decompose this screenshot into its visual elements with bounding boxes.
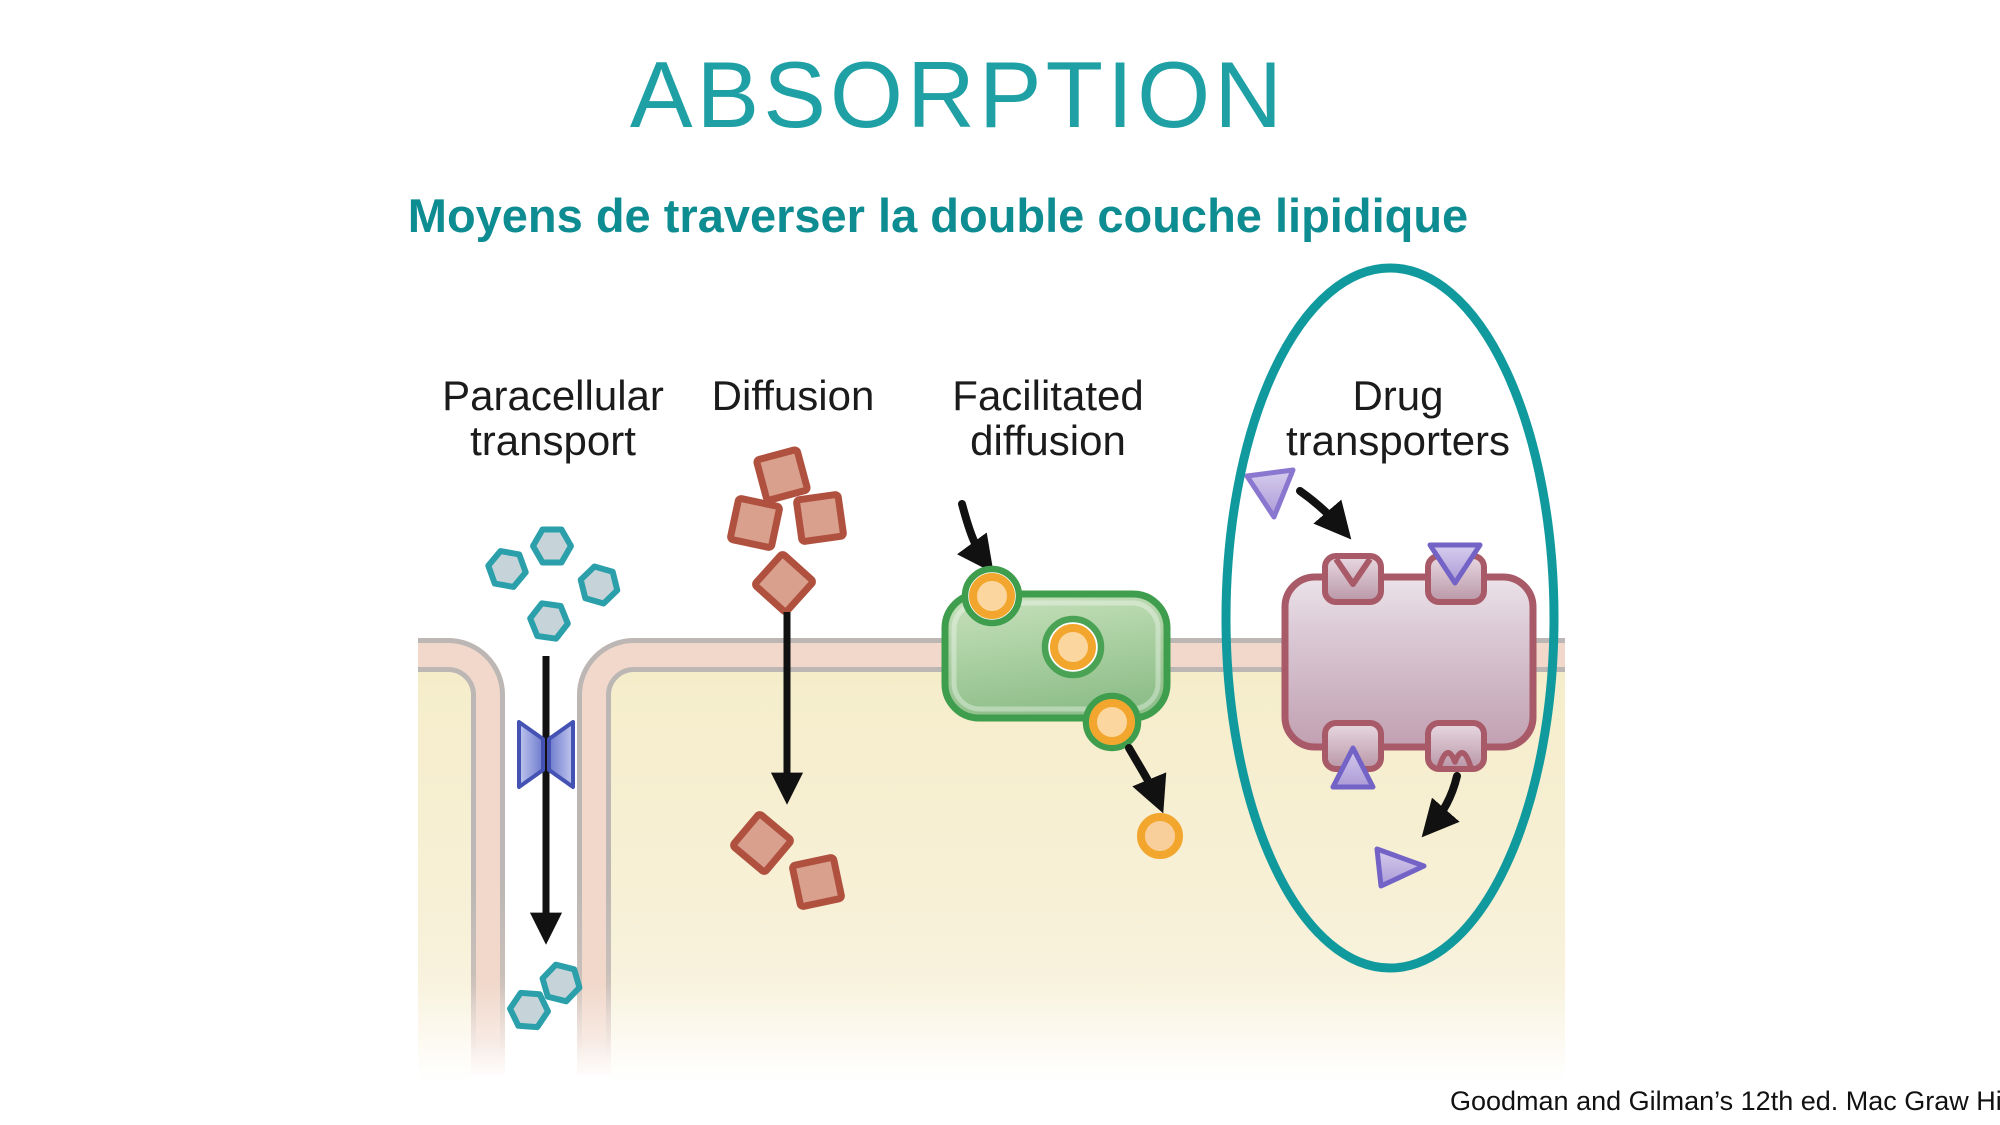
- right-cell-outline: [577, 638, 1565, 1060]
- hexagon-molecule-icon: [577, 563, 621, 607]
- label-facilitated-diffusion: Facilitated diffusion: [952, 372, 1144, 464]
- emphasis-ellipse: [1221, 263, 1559, 973]
- label-line: Facilitated: [952, 372, 1144, 419]
- purple-triangle-icon: [1427, 542, 1483, 586]
- drug-square-icon: [789, 854, 845, 910]
- label-drug-transporters: Drug transporters: [1285, 372, 1511, 464]
- label-line: diffusion: [970, 416, 1126, 464]
- tight-junction-icon: [517, 720, 575, 789]
- facilitated-in-arrow: [957, 500, 994, 574]
- facilitated-diffusion-group: [941, 500, 1183, 859]
- label-paracellular-transport: Paracellular transport: [442, 372, 664, 464]
- orange-molecule-icon: [1089, 699, 1135, 745]
- slide-subtitle: Moyens de traverser la double couche lip…: [407, 189, 1469, 242]
- figure-bottom-fade: [410, 985, 1575, 1092]
- paracellular-transport-group: [485, 526, 621, 945]
- epithelial-cells: [418, 638, 1565, 1082]
- diffusion-group: [727, 446, 847, 910]
- drug-in-arrow: [1296, 487, 1352, 540]
- purple-triangle-icon: [1330, 745, 1376, 790]
- label-line: Paracellular: [442, 372, 664, 419]
- page-title: ABSORPTION: [629, 42, 1287, 147]
- left-cell-cytosol: [418, 672, 471, 1082]
- left-cell-membrane: [418, 638, 505, 1075]
- facilitated-out-arrow: [1125, 744, 1167, 814]
- drug-out-arrow: [1421, 772, 1461, 838]
- drug-square-icon: [752, 551, 816, 615]
- drug-square-icon: [753, 446, 811, 504]
- right-cell-cytosol: [611, 672, 1565, 1082]
- hexagon-molecule-icon: [527, 600, 571, 642]
- purple-triangle-icon: [1244, 467, 1296, 520]
- orange-molecules: [961, 565, 1183, 859]
- left-cell-outline: [418, 638, 505, 1060]
- orange-molecule-icon: [1050, 624, 1096, 670]
- v-notch-icon: [1333, 557, 1373, 587]
- purple-triangle-icon: [1374, 846, 1427, 889]
- hexagon-molecule-icon: [507, 989, 551, 1031]
- drug-square-icon: [727, 495, 783, 551]
- right-cell-inner-outline: [606, 667, 1565, 1060]
- orange-molecule-icon: [969, 573, 1015, 619]
- paracellular-molecules: [485, 526, 621, 642]
- label-line: transporters: [1285, 416, 1511, 464]
- drug-transporter: [1281, 573, 1537, 751]
- hexagon-molecule-icon: [485, 548, 529, 590]
- left-cell-inner-outline: [418, 667, 476, 1060]
- label-line: transport: [470, 416, 636, 464]
- hexagon-molecule-icon: [539, 961, 583, 1005]
- diffusion-molecules: [727, 446, 847, 910]
- source-citation: Goodman and Gilman’s 12th ed. Mac Graw H…: [1450, 1086, 2000, 1116]
- w-notch-icon: [1436, 750, 1474, 769]
- label-diffusion: Diffusion: [711, 372, 875, 419]
- drug-square-icon: [793, 491, 847, 545]
- paracellular-molecules-below: [507, 961, 583, 1031]
- drug-square-icon: [730, 811, 794, 875]
- label-line: Diffusion: [711, 372, 875, 419]
- orange-molecule-icon: [1137, 813, 1183, 859]
- label-line: Drug: [1352, 372, 1444, 419]
- hexagon-molecule-icon: [530, 526, 574, 566]
- green-transporter-highlight: [951, 600, 1161, 712]
- drug-transporter-group: [1244, 467, 1537, 889]
